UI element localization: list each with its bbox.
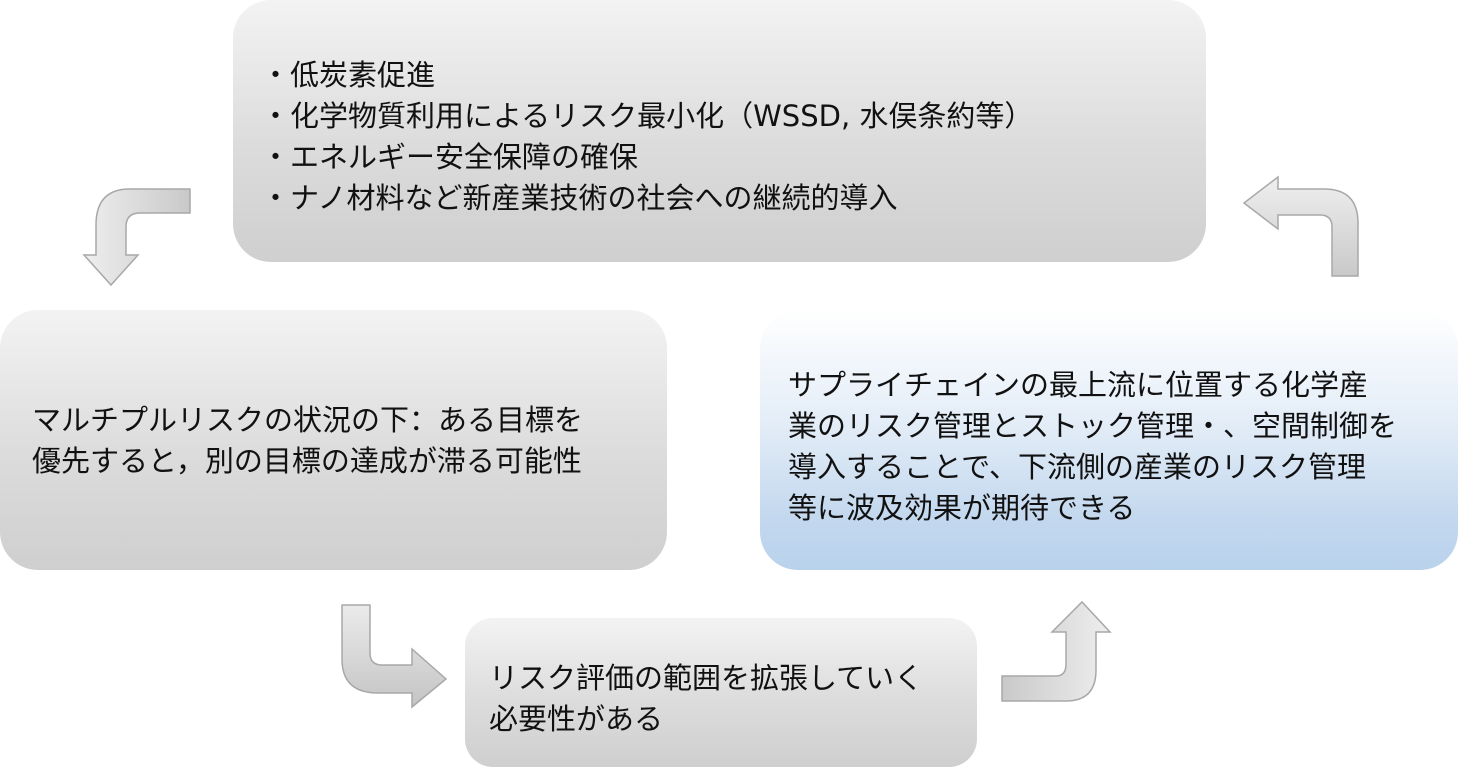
multiple-risk-line: マルチプルリスクの状況の下：ある目標を — [32, 403, 584, 437]
bent-arrow-right-icon — [341, 604, 448, 709]
supply-chain-line: 業のリスク管理とストック管理・、空間制御を — [788, 409, 1398, 443]
multiple-risk-box: マルチプルリスクの状況の下：ある目標を 優先すると，別の目標の達成が滞る可能性 — [0, 310, 667, 570]
supply-chain-line: サプライチェインの最上流に位置する化学産 — [788, 368, 1369, 402]
supply-chain-line: 等に波及効果が期待できる — [788, 491, 1136, 525]
multiple-risk-line: 優先すると，別の目標の達成が滞る可能性 — [32, 444, 582, 478]
risk-assessment-line: 必要性がある — [489, 702, 664, 736]
supply-chain-box: サプライチェインの最上流に位置する化学産 業のリスク管理とストック管理・、空間制… — [760, 310, 1458, 570]
bent-arrow-up-icon — [1001, 600, 1112, 702]
top-goals-box: ・低炭素促進 ・化学物質利用によるリスク最小化（WSSD, 水俣条約等） ・エネ… — [233, 0, 1206, 262]
top-goal-line: ・ナノ材料など新産業技術の社会への継続的導入 — [261, 181, 898, 215]
risk-assessment-line: リスク評価の範囲を拡張していく — [489, 661, 924, 695]
bent-arrow-left-icon — [1242, 175, 1359, 277]
top-goal-line: ・低炭素促進 — [261, 58, 436, 92]
bent-arrow-down-icon — [82, 188, 191, 287]
supply-chain-line: 導入することで、下流側の産業のリスク管理 — [788, 450, 1366, 484]
risk-assessment-box: リスク評価の範囲を拡張していく 必要性がある — [465, 618, 977, 767]
top-goal-line: ・化学物質利用によるリスク最小化（WSSD, 水俣条約等） — [261, 99, 1034, 133]
top-goal-line: ・エネルギー安全保障の確保 — [261, 140, 639, 174]
